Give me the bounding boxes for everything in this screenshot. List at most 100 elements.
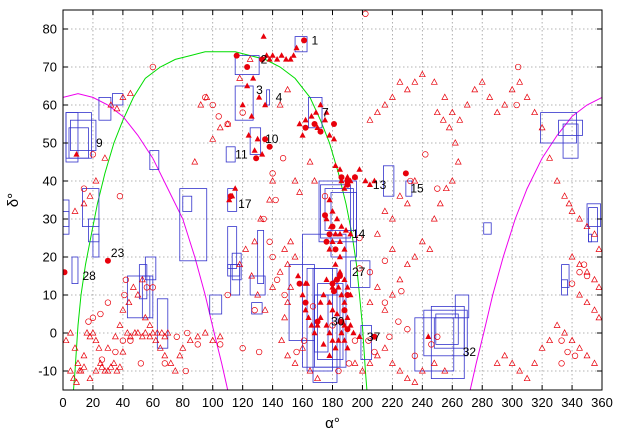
- filled-circle-marker: [330, 121, 337, 127]
- open-triangle-marker: [269, 283, 277, 290]
- open-triangle-marker: [111, 332, 119, 340]
- open-triangle-marker: [583, 222, 591, 230]
- region-label-15: 15: [410, 182, 424, 196]
- region-box: [483, 222, 492, 235]
- open-triangle-marker: [67, 367, 74, 374]
- open-triangle-marker: [591, 359, 598, 366]
- magenta-curve-right: [469, 96, 602, 390]
- open-triangle-marker: [261, 306, 269, 313]
- filled-triangle-marker: [344, 284, 351, 290]
- open-circle-marker: [266, 238, 273, 245]
- open-triangle-marker: [445, 123, 453, 131]
- filled-circle-marker: [322, 212, 329, 219]
- open-triangle-marker: [179, 344, 187, 351]
- filled-triangle-marker: [278, 52, 285, 58]
- filled-triangle-marker: [344, 173, 351, 180]
- region-box: [82, 188, 100, 228]
- filled-circle-marker: [344, 326, 351, 333]
- open-circle-marker: [335, 367, 342, 375]
- region-label-11: 11: [235, 147, 248, 161]
- open-circle-marker: [104, 299, 112, 306]
- open-triangle-marker: [161, 332, 169, 340]
- open-triangle-marker: [311, 177, 318, 184]
- filled-triangle-marker: [323, 322, 330, 328]
- filled-triangle-marker: [371, 177, 378, 184]
- filled-triangle-marker: [335, 337, 342, 343]
- open-triangle-marker: [119, 306, 127, 313]
- filled-circle-marker: [104, 257, 111, 264]
- open-triangle-marker: [583, 268, 591, 275]
- filled-circle-marker: [326, 231, 333, 238]
- open-triangle-marker: [430, 359, 438, 366]
- open-triangle-marker: [366, 298, 374, 306]
- filled-circle-marker: [253, 155, 260, 162]
- open-circle-marker: [80, 185, 88, 192]
- filled-triangle-marker: [347, 322, 354, 328]
- open-triangle-marker: [242, 245, 250, 252]
- filled-circle-marker: [244, 64, 251, 70]
- open-triangle-marker: [291, 253, 299, 260]
- filled-circle-marker: [341, 307, 348, 314]
- open-triangle-marker: [373, 230, 381, 237]
- region-box: [294, 36, 308, 53]
- open-triangle-marker: [138, 275, 146, 283]
- filled-triangle-marker: [73, 151, 80, 157]
- open-triangle-marker: [284, 351, 292, 359]
- region-label-13: 13: [373, 178, 387, 192]
- filled-circle-marker: [317, 128, 324, 135]
- region-box: [430, 305, 465, 379]
- open-triangle-marker: [116, 321, 124, 328]
- open-triangle-marker: [278, 336, 286, 344]
- region-box: [266, 89, 271, 106]
- filled-triangle-marker: [329, 208, 336, 214]
- open-circle-marker: [386, 333, 393, 340]
- y-axis-label: δ°: [5, 193, 22, 207]
- region-box: [70, 119, 97, 151]
- open-circle-marker: [404, 326, 411, 333]
- region-box: [561, 279, 568, 296]
- open-triangle-marker: [156, 344, 164, 351]
- open-triangle-marker: [565, 199, 573, 207]
- open-circle-marker: [321, 193, 329, 200]
- region-label-9: 9: [96, 136, 103, 150]
- filled-triangle-marker: [260, 33, 267, 39]
- open-triangle-marker: [138, 332, 146, 340]
- open-triangle-marker: [366, 359, 374, 366]
- filled-triangle-marker: [336, 253, 343, 260]
- open-triangle-marker: [248, 272, 256, 279]
- open-triangle-marker: [63, 336, 70, 344]
- open-circle-marker: [407, 177, 414, 185]
- open-triangle-marker: [403, 260, 411, 268]
- open-circle-marker: [260, 215, 267, 223]
- open-circle-marker: [224, 120, 231, 128]
- region-box: [227, 264, 241, 277]
- region-box: [249, 275, 266, 296]
- open-circle-marker: [269, 170, 276, 177]
- filled-triangle-marker: [232, 185, 239, 191]
- open-triangle-marker: [216, 332, 224, 340]
- open-circle-marker: [362, 10, 369, 17]
- open-triangle-marker: [493, 359, 501, 366]
- open-circle-marker: [202, 94, 209, 101]
- open-triangle-marker: [471, 85, 479, 93]
- region-label-27: 27: [352, 265, 366, 279]
- open-triangle-marker: [381, 207, 389, 214]
- open-triangle-marker: [209, 336, 217, 344]
- open-triangle-marker: [236, 74, 244, 81]
- open-circle-marker: [89, 151, 97, 158]
- region-box: [558, 119, 583, 136]
- region-box: [561, 264, 570, 288]
- open-triangle-marker: [456, 116, 464, 123]
- open-circle-marker: [184, 329, 191, 337]
- filled-triangle-marker: [248, 113, 255, 119]
- filled-circle-marker: [329, 223, 336, 230]
- open-triangle-marker: [266, 196, 274, 203]
- open-triangle-marker: [92, 367, 100, 374]
- open-triangle-marker: [224, 120, 232, 127]
- open-triangle-marker: [95, 344, 103, 351]
- filled-triangle-marker: [295, 272, 302, 279]
- open-triangle-marker: [92, 336, 100, 344]
- open-triangle-marker: [116, 363, 124, 370]
- open-triangle-marker: [501, 101, 509, 108]
